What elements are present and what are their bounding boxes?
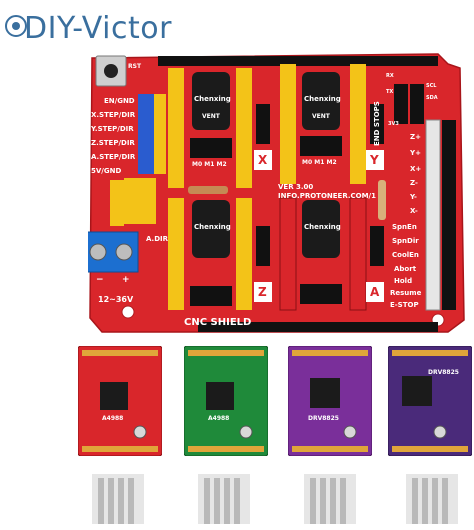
micro-label-x: M0 M1 M2 — [192, 161, 227, 168]
watermark: DIY-Victor — [4, 4, 204, 48]
driver-module-a4988-red: A4988 — [78, 346, 162, 456]
heatsink-icon — [304, 474, 356, 524]
top-right-label-scl: SCL — [426, 83, 437, 89]
reset-label: RST — [128, 63, 142, 70]
capacitor-brand-4: Chenxing — [304, 223, 341, 231]
watermark-text: DIY-Victor — [24, 11, 172, 46]
left-label-y: Y.STEP/DIR — [91, 125, 134, 133]
control-label-spndir: SpnDir — [392, 237, 419, 245]
axis-label-x: X — [258, 153, 268, 167]
driver-module-a4988-green: A4988 — [184, 346, 268, 456]
end-stop-y-plus: Y+ — [410, 149, 421, 157]
end-stop-y-minus: Y- — [410, 193, 417, 201]
micro-label-y: M0 M1 M2 — [302, 159, 337, 166]
top-right-label-sda: SDA — [426, 95, 438, 101]
top-right-label-tx: TX — [386, 89, 394, 95]
power-minus-label: − — [96, 275, 104, 285]
diy-circle-logo-icon — [5, 15, 27, 37]
driver-module-drv8825-dark: DRV8825 — [388, 346, 472, 456]
left-label-a: A.STEP/DIR — [91, 153, 136, 161]
left-label-5v-gnd: 5V/GND — [91, 167, 122, 175]
control-label-coolen: CoolEn — [392, 251, 419, 259]
heatsink-2 — [198, 474, 250, 524]
left-label-x: X.STEP/DIR — [91, 111, 136, 119]
top-right-label-3v3: 3V3 — [388, 121, 399, 127]
control-label-estop: E-STOP — [390, 301, 419, 309]
driver-chip-label: A4988 — [208, 415, 230, 422]
heatsink-icon — [198, 474, 250, 524]
driver-module-drv8825-purple: DRV8825 — [288, 346, 372, 456]
end-stop-x-plus: X+ — [410, 165, 422, 173]
control-label-resume: Resume — [390, 289, 422, 297]
heatsink-3 — [304, 474, 356, 524]
capacitor-vent-1: VENT — [202, 113, 220, 120]
axis-label-z: Z — [258, 285, 267, 299]
end-stop-z-plus: Z+ — [410, 133, 421, 141]
version-label: VER 3.00 — [278, 183, 314, 191]
left-label-z: Z.STEP/DIR — [91, 139, 135, 147]
control-label-hold: Hold — [394, 277, 413, 285]
driver-chip-label: A4988 — [102, 415, 124, 422]
end-stop-x-minus: X- — [410, 207, 418, 215]
cnc-shield-board: RST EN/GND X.STEP/DIR Y.STEP/DIR Z.STEP/… — [88, 50, 468, 335]
control-label-abort: Abort — [394, 265, 417, 273]
heatsink-icon — [92, 474, 144, 524]
heatsink-1 — [92, 474, 144, 524]
end-stop-z-minus: Z- — [410, 179, 418, 187]
left-label-en-gnd: EN/GND — [104, 97, 135, 105]
top-right-label-rx: RX — [386, 73, 394, 79]
capacitor-vent-2: VENT — [312, 113, 330, 120]
capacitor-brand-2: Chenxing — [304, 95, 341, 103]
capacitor-brand-1: Chenxing — [194, 95, 231, 103]
axis-label-a: A — [370, 285, 380, 299]
control-label-spnen: SpnEn — [392, 223, 417, 231]
capacitor-brand-3: Chenxing — [194, 223, 231, 231]
driver-chip-label: DRV8825 — [428, 369, 459, 376]
heatsink-icon — [406, 474, 458, 524]
end-stops-label: END STOPS — [373, 101, 381, 146]
heatsink-4 — [406, 474, 458, 524]
shield-pcb-drawing — [88, 53, 465, 333]
url-label: INFO.PROTONEER.COM/1 — [278, 192, 376, 200]
power-plus-label: + — [122, 275, 130, 285]
driver-chip-label: DRV8825 — [308, 415, 339, 422]
a-dir-label: A.DIR — [146, 235, 169, 243]
axis-label-y: Y — [370, 153, 379, 167]
board-name: CNC SHIELD — [184, 317, 252, 328]
power-voltage-label: 12~36V — [98, 295, 134, 304]
